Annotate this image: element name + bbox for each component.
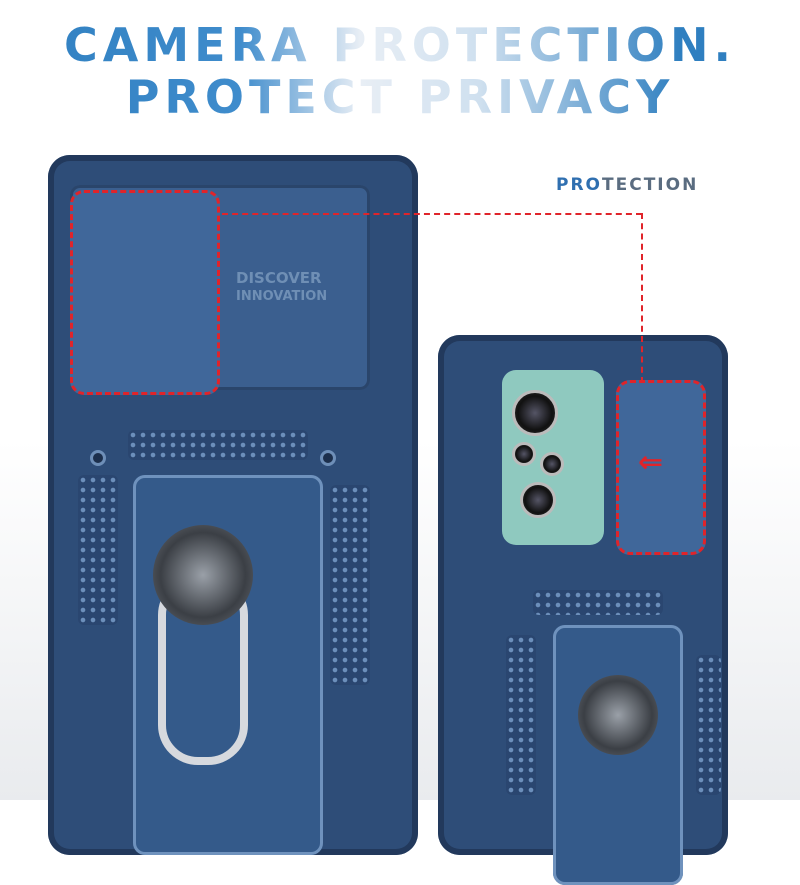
hex-grip [696, 655, 721, 795]
headline-line-2: PROTECT PRIVACY [0, 70, 800, 124]
lens [512, 390, 558, 436]
lens [512, 442, 536, 466]
hex-grip [78, 475, 118, 625]
lens [520, 482, 556, 518]
phone-camera-module [502, 370, 604, 545]
phone-case-back-closed: DISCOVER INNOVATION [48, 155, 418, 855]
camera-cover-closed[interactable] [70, 190, 220, 395]
case-label: DISCOVER INNOVATION [236, 270, 327, 305]
ring-holder [578, 675, 658, 755]
callout-rest: TECTION [602, 175, 699, 195]
lens [540, 452, 564, 476]
hex-grip [506, 635, 536, 795]
headline-line-1: CAMERA PROTECTION. [0, 18, 800, 72]
hex-grip [128, 430, 308, 460]
screw-icon [320, 450, 336, 466]
ring-holder [153, 525, 253, 625]
hex-grip [330, 485, 370, 685]
center-panel [553, 625, 683, 885]
case-label-line2: INNOVATION [236, 289, 328, 304]
protection-callout: PROTECTION [556, 175, 698, 195]
dashed-arrow-vertical [641, 213, 643, 383]
case-label-line1: DISCOVER [236, 269, 322, 287]
slide-arrow-icon: ⇐ [638, 445, 664, 480]
hex-grip [533, 590, 663, 615]
screw-icon [90, 450, 106, 466]
callout-bold: PRO [556, 175, 603, 195]
dashed-arrow-horizontal [222, 213, 642, 215]
camera-cover-open[interactable] [616, 380, 706, 555]
